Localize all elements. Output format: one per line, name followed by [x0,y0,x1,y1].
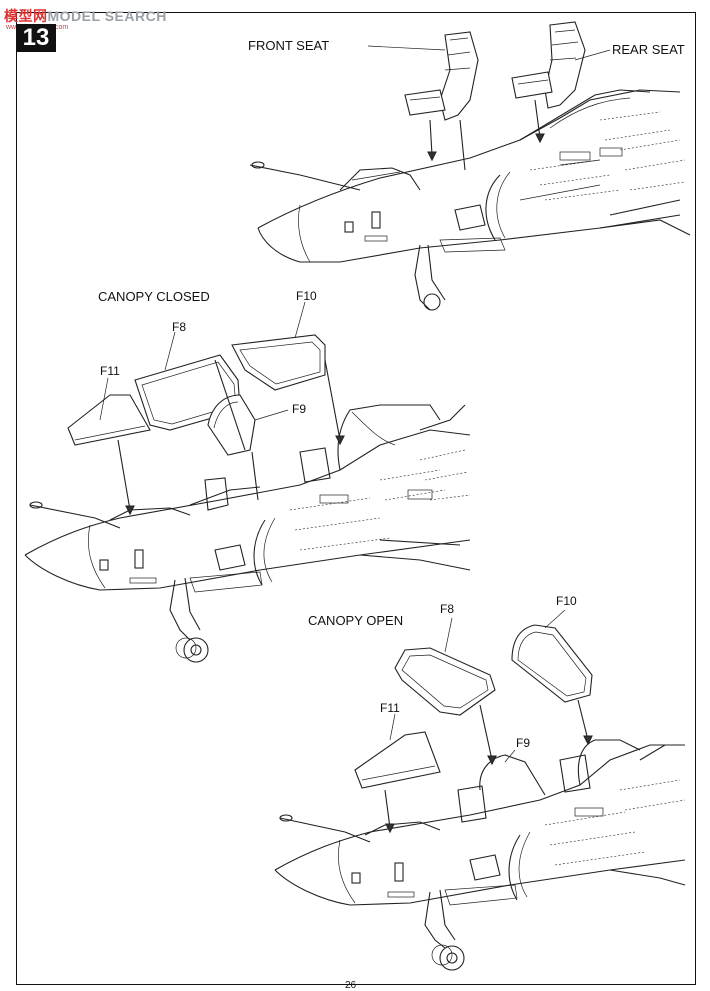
canopy-open-title: CANOPY OPEN [308,613,404,628]
front-seat-label: FRONT SEAT [248,38,330,53]
panel1-aircraft-drawing [249,21,691,311]
part-f9-label-closed: F9 [292,402,307,416]
part-f11-label-open: F11 [380,701,400,715]
canopy-closed-title: CANOPY CLOSED [98,289,210,304]
step-number: 13 [16,24,56,52]
page-frame [16,12,696,985]
watermark-logo: 模型网MODEL SEARCH [4,6,167,26]
part-f9-label-open: F9 [516,736,531,750]
part-f8-label-open: F8 [440,602,455,616]
rear-seat-label: REAR SEAT [612,42,685,57]
part-f11-label-closed: F11 [100,364,120,378]
watermark-brand: 模型网 [4,8,48,24]
watermark-text: MODEL SEARCH [47,8,167,24]
page-number: 26 [345,980,357,991]
part-f10-label-closed: F10 [296,289,317,303]
panel3-aircraft-drawing [274,609,686,971]
part-f10-label-open: F10 [556,594,577,608]
panel2-aircraft-drawing [24,301,471,663]
part-f8-label-closed: F8 [172,320,187,334]
